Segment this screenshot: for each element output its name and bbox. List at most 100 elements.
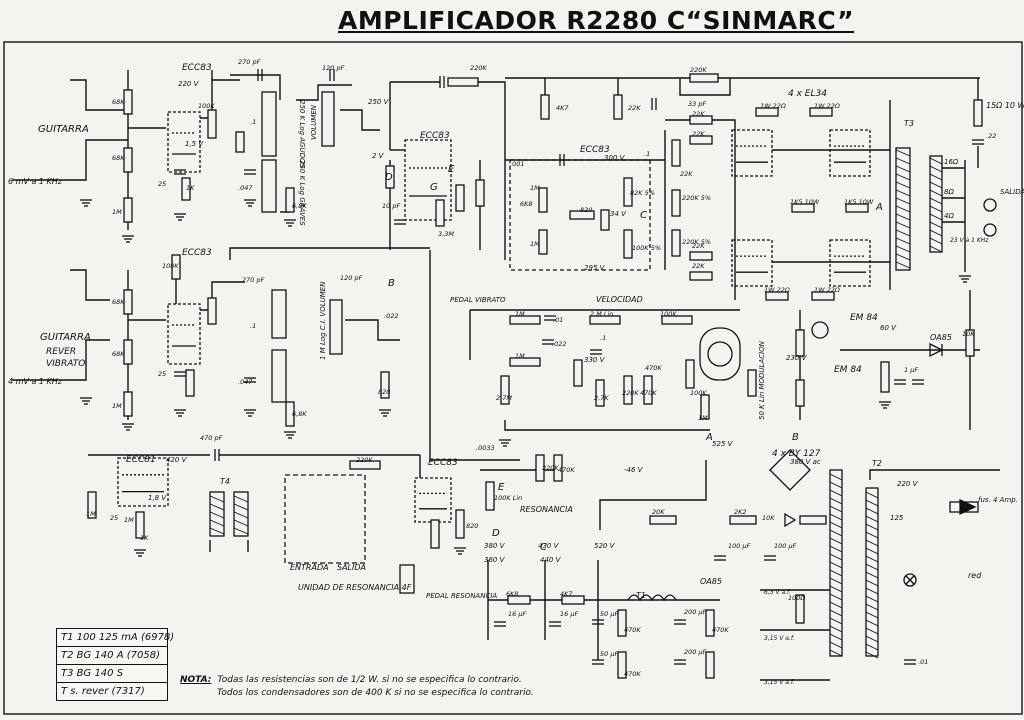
transformer-t4 [233,491,249,537]
capacitor-value: 270 pF [238,58,261,66]
pot-volumen-2 [329,299,343,355]
resistor-1k [181,177,191,201]
resistor-470k [617,651,627,679]
resistor-820 [455,509,465,539]
tube-el34-4 [829,239,871,287]
transformer-hatch [895,261,911,269]
transformer-hatch [829,617,843,625]
rectifier-label: 4 x BY 127 [772,449,821,459]
diode [784,512,797,528]
resistor-value: 22K [692,110,705,118]
resistor-value: 1M [112,402,122,410]
transformer-hatch [233,503,249,511]
resistor-220k [623,375,633,405]
resistor-value: 470K [558,466,575,474]
capacitor-value: 50 μF [600,610,618,618]
voltage-label: 295 V [584,264,606,272]
tube-el34-2 [829,129,871,177]
tube-ecc83-v6-modulation [699,327,741,381]
voltage-label: 380 V ac [790,458,821,466]
diode-label: OA85 [700,577,722,586]
resistor-value: 22K [692,130,705,138]
capacitor-value: .001 [510,160,524,168]
resistor-68k [123,289,133,315]
transformer-hatch [865,651,879,659]
pot-label-agudos: 250 K Log AGUDOS [298,100,306,168]
transformer-t4 [209,491,225,537]
capacitor-value: .047 [238,378,253,386]
mains-alt-label: 125 [890,514,904,522]
voltage-label: 1,5 V [185,140,204,148]
label-resonancia: RESONANCIA [520,505,573,514]
resistor-value: 1M [112,208,122,216]
tube-ecc83-v1 [167,111,201,173]
transformer-hatch [929,197,943,205]
transformer-table: T1 100 125 mA (6978) T2 BG 140 A (7058) … [56,628,174,701]
transformer-hatch [929,213,943,221]
note-label: NOTA: [180,675,212,685]
resistor-220k [671,229,681,257]
resistor-value: 100Ω [788,594,805,602]
resistor-100k [171,254,181,280]
wire [340,109,380,131]
tube-label-v1: ECC83 [182,63,212,73]
resistor-3m3 [435,199,445,227]
resistor [600,209,610,231]
pot-label-graves: 250 K Log GRAVES [298,160,306,226]
transformer-hatch [829,601,843,609]
resistor-value: 1M [86,510,96,518]
wire [504,420,710,431]
voltage-label: 360 V [484,556,506,564]
resistor-value: 470K [712,626,729,634]
components [80,69,997,679]
resistor-1k5 [845,203,869,213]
resistor-value: 6,8K [292,202,307,210]
reverb-entrada: ENTRADA [290,563,329,572]
transformer-label-t1: T1 [636,591,646,600]
tube-label-outputs: 4 x EL34 [788,89,827,99]
transformer-hatch [829,641,843,649]
resistor-value: 220K [542,464,559,472]
resistor-100k [700,394,710,420]
resistor-1m [123,197,133,223]
transformer-hatch [929,157,943,165]
node-label: E [498,482,505,493]
resistor-value: 100K [198,102,215,110]
resistor-value: 470K [624,670,641,678]
wires [12,70,1000,681]
transformer-hatch [829,521,843,529]
resistor-value: 1K [186,184,195,192]
resistor-value: 220K 5% [682,238,711,246]
transformer-hatch [209,527,225,535]
resistor-value: 470K [624,626,641,634]
resistor-68k [123,147,133,173]
wire [345,319,400,341]
resistor-value: 2K2 [734,508,747,516]
voltage-label: 300 V [604,154,626,162]
voltage-label: 34 V [610,210,627,218]
transformer-hatch [865,571,879,579]
node-label: D [492,528,500,539]
resistor-value: 1M [698,414,708,422]
transformer-hatch [233,519,249,527]
voltage-label: 525 V [712,440,734,448]
pot-agudos-2 [271,289,287,339]
pot-label-volumen-2: 1 M Log C.I. VOLUMEN [319,281,327,360]
pilot-lamp [903,573,917,587]
transformer-hatch [865,643,879,651]
transformer-hatch [865,627,879,635]
transformer-hatch [829,537,843,545]
heater-label-1: 6,3 V a.f. [764,589,791,596]
resistor-value: 22K [628,104,641,112]
resistor-value: 470K [640,389,657,397]
capacitor-value: 25 [158,180,166,188]
note-block: NOTA:Todas las resistencias son de 1/2 W… [180,674,534,700]
resistor-value: 100K [690,389,707,397]
resistor-220k [475,179,485,207]
capacitor-value: .01 [553,316,563,324]
tube-ecc81-v5 [117,457,169,507]
resistor-820 [569,210,595,220]
pot-label-modulacion: 50 K Lin MODULACION [758,340,766,420]
transformer-hatch [895,181,911,189]
voltage-label: 230 V [786,354,808,362]
